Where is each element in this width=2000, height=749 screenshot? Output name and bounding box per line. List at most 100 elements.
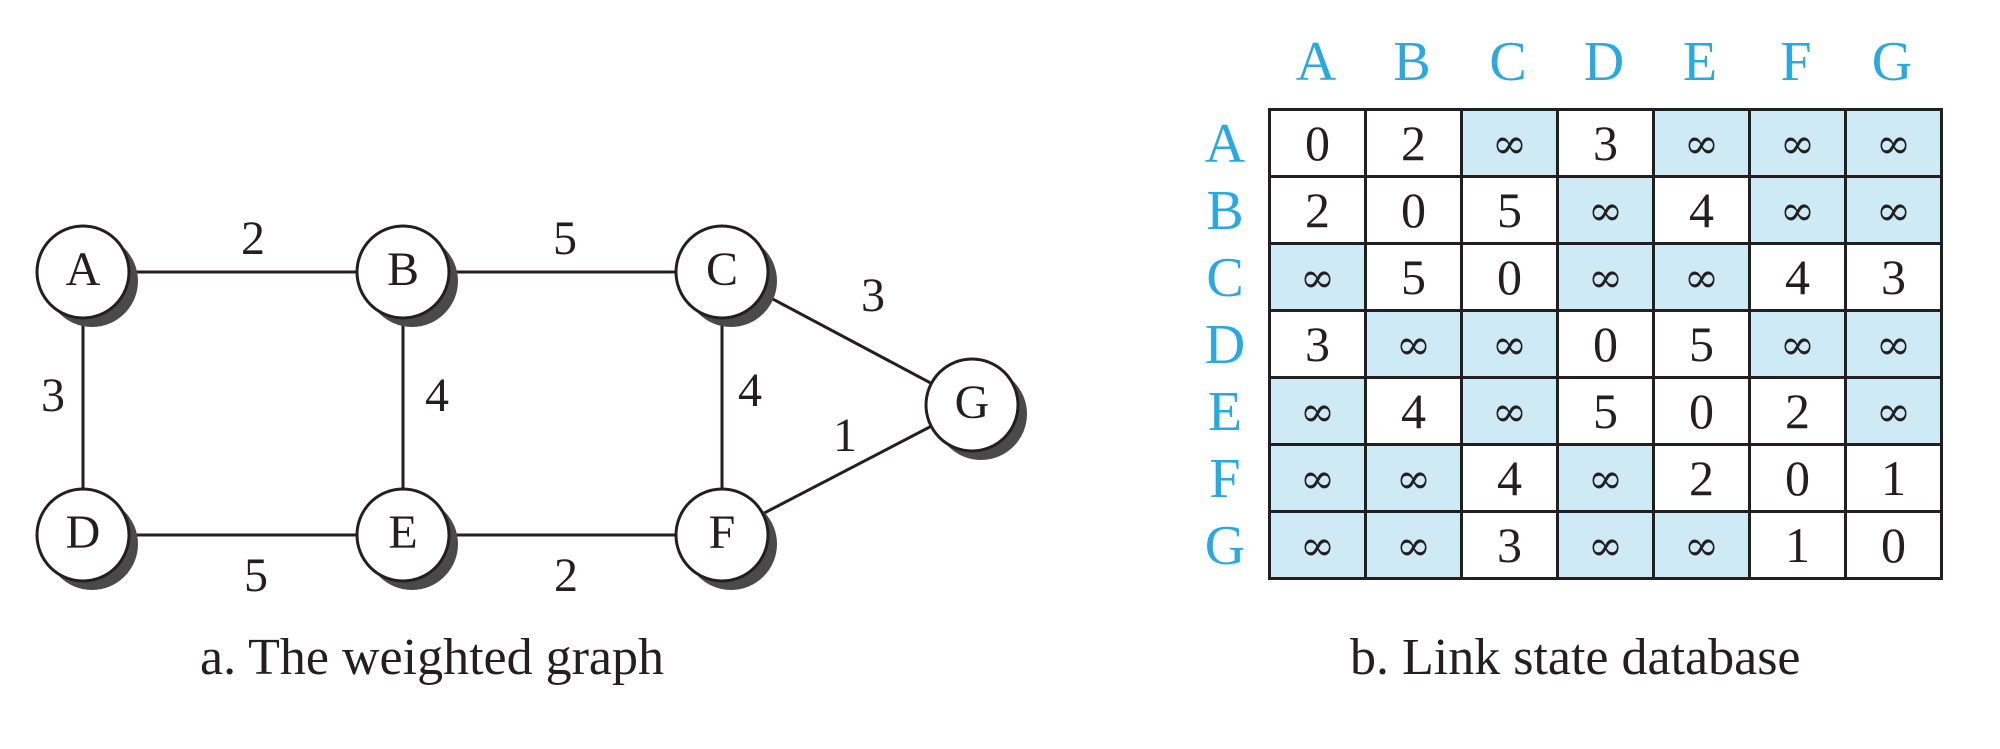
cost-cell-f-c: 4 <box>1460 443 1559 513</box>
node-g: G <box>924 357 1027 460</box>
column-header-g: G <box>1871 31 1913 93</box>
node-circle <box>674 487 770 583</box>
node-f: F <box>674 487 777 590</box>
cost-cell-d-d: 0 <box>1556 309 1655 379</box>
node-c: C <box>674 224 777 327</box>
cost-cell-b-b: 0 <box>1364 175 1463 245</box>
cost-cell-g-a: ∞ <box>1268 510 1367 580</box>
cost-cell-e-c: ∞ <box>1460 376 1559 446</box>
cost-cell-b-g: ∞ <box>1844 175 1943 245</box>
cost-cell-d-b: ∞ <box>1364 309 1463 379</box>
cost-cell-e-g: ∞ <box>1844 376 1943 446</box>
cost-cell-g-c: 3 <box>1460 510 1559 580</box>
cost-cell-e-a: ∞ <box>1268 376 1367 446</box>
graph-nodes: A B C D E F G <box>35 224 1027 590</box>
node-b: B <box>355 224 458 327</box>
node-label: E <box>388 506 417 559</box>
node-circle <box>674 224 770 320</box>
edge-weight-b-e: 4 <box>425 369 449 422</box>
cost-cell-e-b: 4 <box>1364 376 1463 446</box>
cost-cell-b-c: 5 <box>1460 175 1559 245</box>
node-a: A <box>35 224 138 327</box>
cost-cell-c-g: 3 <box>1844 242 1943 312</box>
node-label: G <box>955 376 990 429</box>
cost-cell-b-e: 4 <box>1652 175 1751 245</box>
cost-cell-d-e: 5 <box>1652 309 1751 379</box>
cost-cell-b-d: ∞ <box>1556 175 1655 245</box>
row-header-f: F <box>1209 448 1241 510</box>
node-label: B <box>387 243 419 296</box>
cost-cell-g-b: ∞ <box>1364 510 1463 580</box>
graph-edges <box>81 270 973 537</box>
node-label: F <box>709 506 736 559</box>
cost-cell-a-f: ∞ <box>1748 108 1847 178</box>
node-circle <box>35 487 131 583</box>
cost-cell-b-a: 2 <box>1268 175 1367 245</box>
cost-cell-b-f: ∞ <box>1748 175 1847 245</box>
cost-cell-c-c: 0 <box>1460 242 1559 312</box>
node-circle <box>355 224 451 320</box>
column-header-a: A <box>1295 31 1337 93</box>
cost-cell-d-a: 3 <box>1268 309 1367 379</box>
cost-cell-d-f: ∞ <box>1748 309 1847 379</box>
column-header-c: C <box>1489 31 1527 93</box>
cost-cell-c-b: 5 <box>1364 242 1463 312</box>
cost-cell-a-e: ∞ <box>1652 108 1751 178</box>
row-header-a: A <box>1204 113 1246 175</box>
node-circle <box>35 224 131 320</box>
edge-weight-a-b: 2 <box>241 212 265 265</box>
node-circle <box>355 487 451 583</box>
cost-cell-f-g: 1 <box>1844 443 1943 513</box>
cost-cell-c-a: ∞ <box>1268 242 1367 312</box>
row-header-e: E <box>1207 381 1243 443</box>
cost-cell-f-a: ∞ <box>1268 443 1367 513</box>
node-label: D <box>66 506 101 559</box>
cost-cell-e-f: 2 <box>1748 376 1847 446</box>
cost-cell-c-f: 4 <box>1748 242 1847 312</box>
node-label: A <box>66 243 101 296</box>
cost-cell-e-e: 0 <box>1652 376 1751 446</box>
database-caption: b. Link state database <box>1350 629 1801 686</box>
cost-cell-g-g: 0 <box>1844 510 1943 580</box>
cost-cell-a-d: 3 <box>1556 108 1655 178</box>
cost-cell-a-a: 0 <box>1268 108 1367 178</box>
cost-cell-c-d: ∞ <box>1556 242 1655 312</box>
row-header-d: D <box>1204 314 1246 376</box>
cost-cell-f-b: ∞ <box>1364 443 1463 513</box>
row-header-b: B <box>1206 180 1244 242</box>
node-e: E <box>355 487 458 590</box>
cost-cell-c-e: ∞ <box>1652 242 1751 312</box>
cost-cell-a-g: ∞ <box>1844 108 1943 178</box>
node-label: C <box>706 243 738 296</box>
cost-cell-g-f: 1 <box>1748 510 1847 580</box>
edge-weight-c-g: 3 <box>861 269 885 322</box>
cost-cell-d-g: ∞ <box>1844 309 1943 379</box>
edge-weight-a-d: 3 <box>41 369 65 422</box>
edge-weight-f-g: 1 <box>833 409 857 462</box>
cost-cell-a-c: ∞ <box>1460 108 1559 178</box>
edge-weight-e-f: 2 <box>554 549 578 602</box>
row-header-c: C <box>1206 247 1244 309</box>
graph-caption: a. The weighted graph <box>200 629 664 686</box>
cost-cell-f-f: 0 <box>1748 443 1847 513</box>
cost-cell-f-d: ∞ <box>1556 443 1655 513</box>
cost-cell-f-e: 2 <box>1652 443 1751 513</box>
node-circle <box>924 357 1020 453</box>
edge-weight-b-c: 5 <box>553 212 577 265</box>
cost-cell-g-d: ∞ <box>1556 510 1655 580</box>
column-header-f: F <box>1780 31 1812 93</box>
row-header-g: G <box>1204 515 1246 577</box>
column-header-d: D <box>1583 31 1625 93</box>
cost-cell-g-e: ∞ <box>1652 510 1751 580</box>
edge-weight-c-f: 4 <box>738 364 762 417</box>
